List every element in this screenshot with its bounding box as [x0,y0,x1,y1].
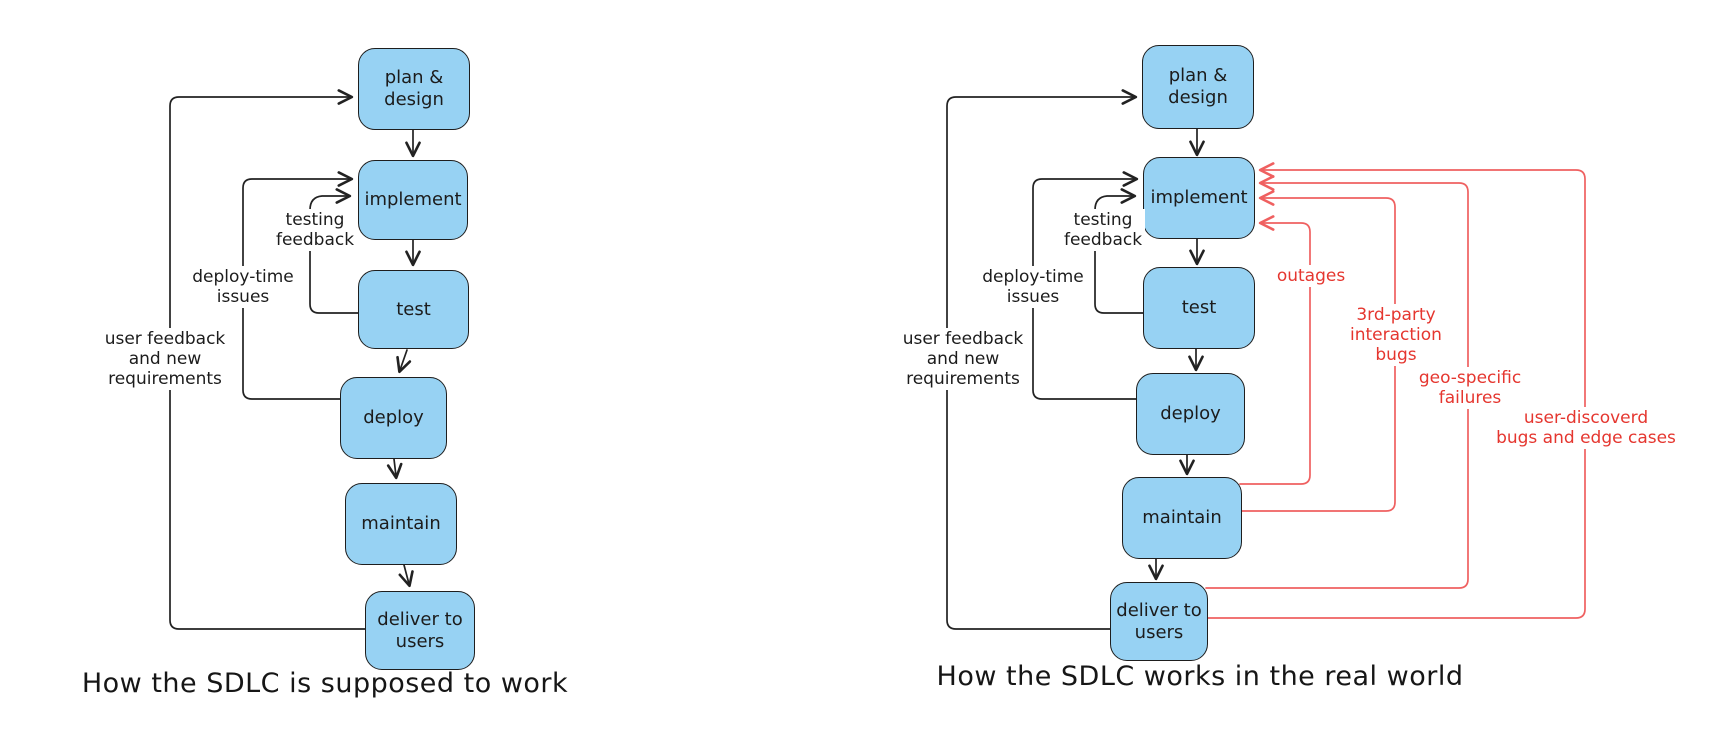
arrow-testing-feedback-loop-right [1094,188,1144,314]
arrow-test-to-deploy-left [396,349,412,374]
node-test-right: test [1143,267,1255,349]
label-deploy-time-issues-right: deploy-time issues [976,266,1090,308]
node-maintain-right: maintain [1122,477,1242,559]
caption-left: How the SDLC is supposed to work [81,668,569,699]
label-testing-feedback-right: testing feedback [1061,209,1145,251]
label-third-party-interaction-bugs: 3rd-party interaction bugs [1338,304,1454,366]
label-geo-specific-failures: geo-specific failures [1404,367,1536,409]
node-deliver-users-left: deliver to users [365,591,475,670]
node-deploy-left: deploy [340,377,447,459]
arrow-outages-maintain-to-implement [1239,215,1311,485]
label-user-feedback-left: user feedback and new requirements [98,328,232,390]
arrow-maintain-to-deliver-left [398,564,414,588]
node-implement-right: implement [1143,157,1255,239]
node-deliver-users-right: deliver to users [1110,582,1208,661]
label-deploy-time-issues-left: deploy-time issues [188,266,298,308]
node-implement-left: implement [358,160,468,240]
node-plan-design-left: plan & design [358,48,470,130]
node-deploy-right: deploy [1136,373,1245,455]
caption-right: How the SDLC works in the real world [936,661,1464,692]
arrow-deploy-to-maintain-left [386,458,403,480]
label-outages: outages [1264,265,1358,287]
node-plan-design-right: plan & design [1142,45,1254,129]
arrow-testing-feedback-loop-left [309,188,359,314]
label-user-discovered-bugs: user-discoverd bugs and edge cases [1487,407,1685,449]
label-testing-feedback-left: testing feedback [273,209,357,251]
node-test-left: test [358,270,469,349]
arrow-user-discovered-bugs-deliver-to-implement [1205,162,1586,619]
label-user-feedback-right: user feedback and new requirements [896,328,1030,390]
node-maintain-left: maintain [345,483,457,565]
